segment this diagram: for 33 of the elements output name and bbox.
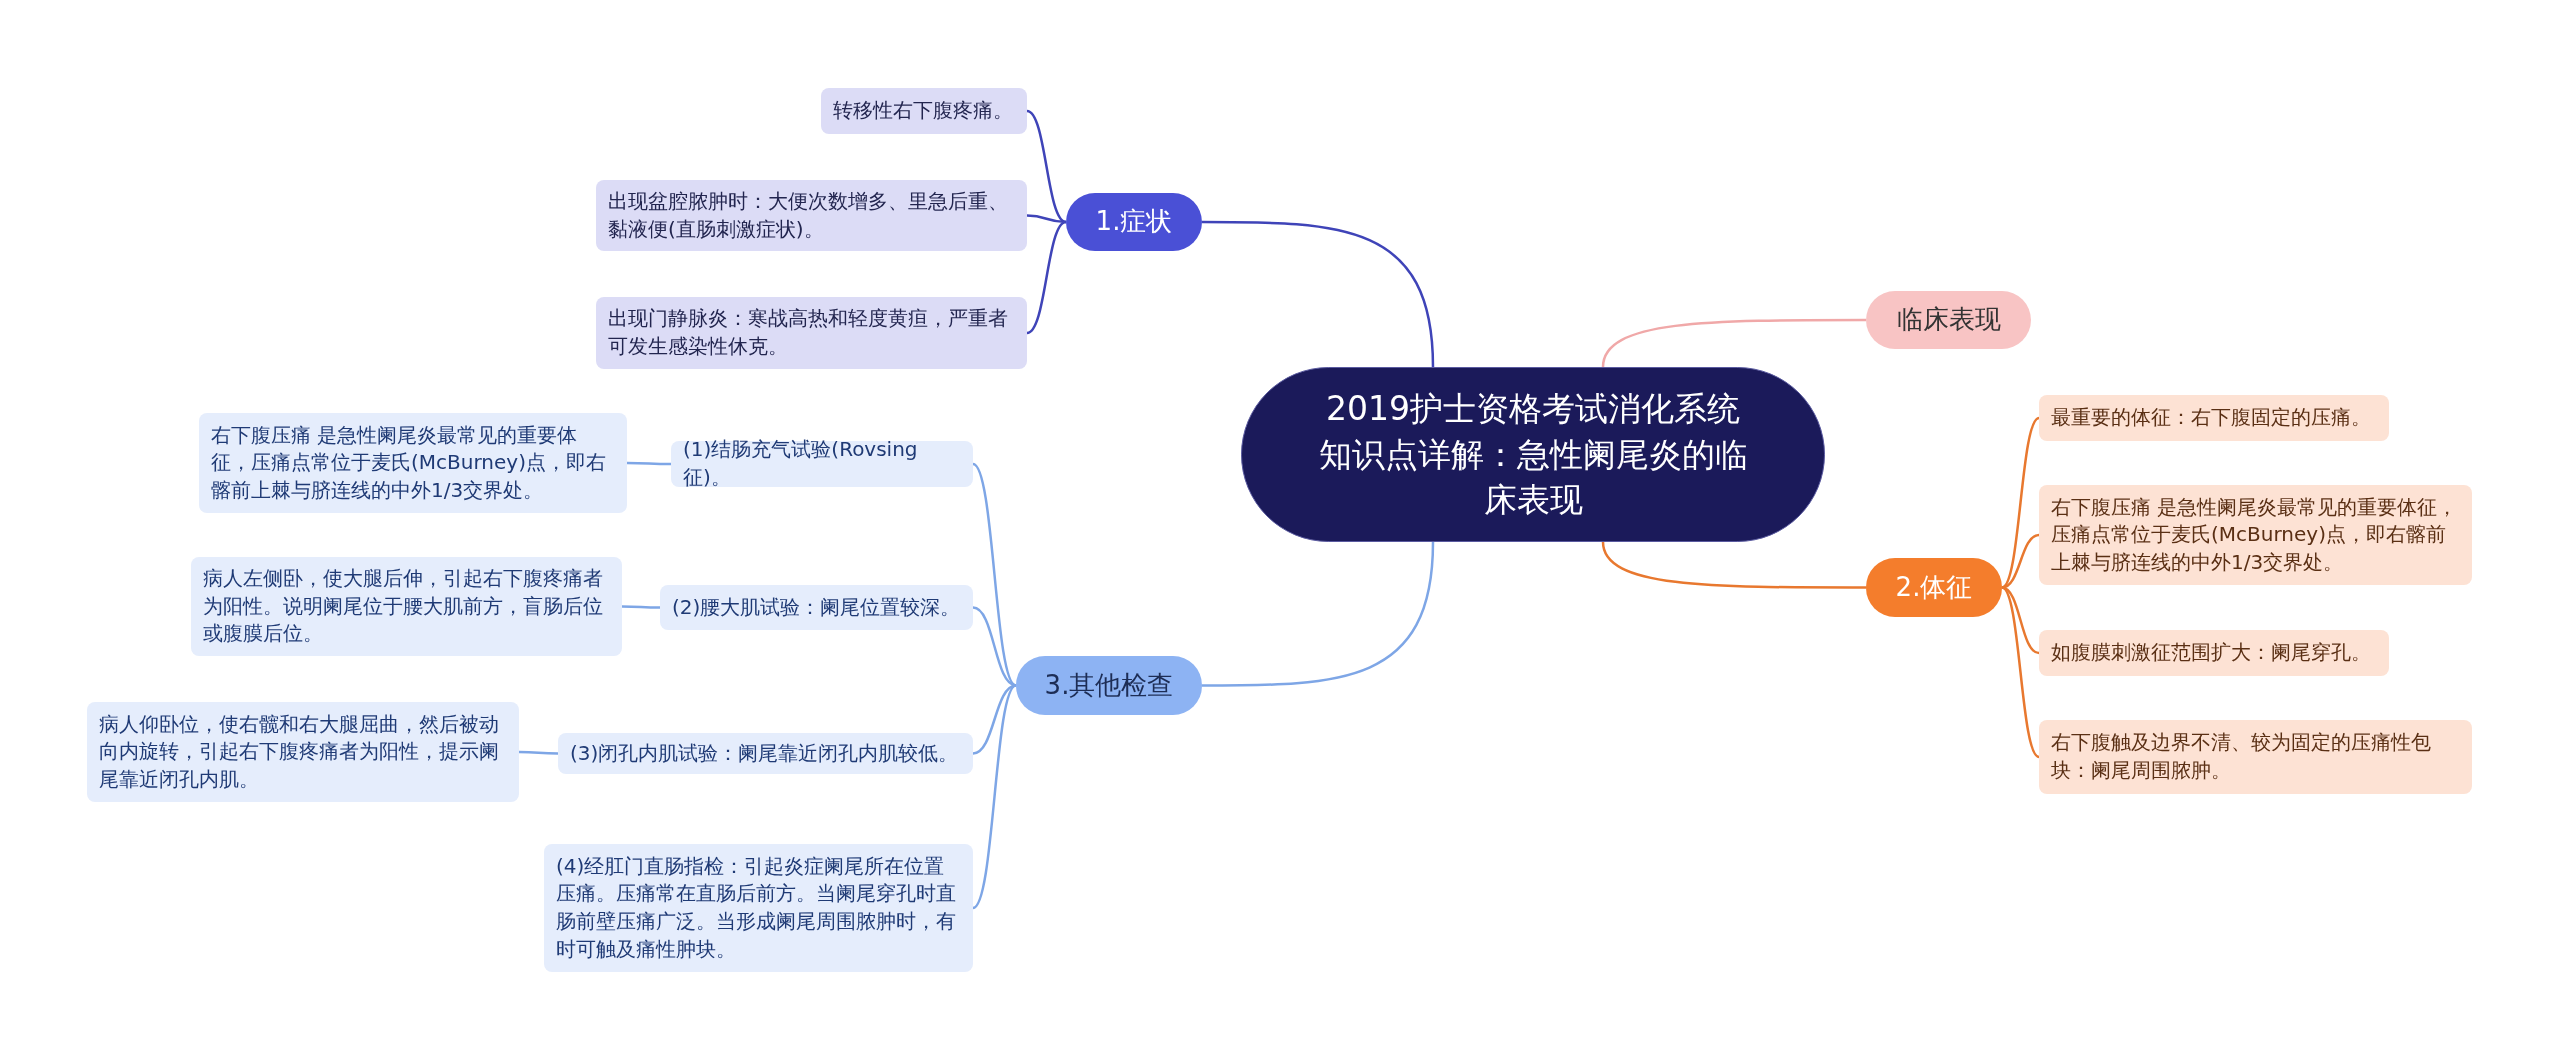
connector-line	[2001, 586, 2040, 758]
subtopic-box: (4)经肛门直肠指检：引起炎症阑尾所在位置压痛。压痛常在直肠后前方。当阑尾穿孔时直肠前壁压痛广泛。当形成阑尾周围脓肿时，有时可触及痛性肿块。	[544, 844, 973, 972]
subtopic-box: 如腹膜刺激征范围扩大：阑尾穿孔。	[2039, 630, 2389, 676]
subtopic-box: 病人仰卧位，使右髋和右大腿屈曲，然后被动向内旋转，引起右下腹疼痛者为阳性，提示阑尾靠近闭孔内肌。	[87, 702, 519, 802]
subtopic-box: 病人左侧卧，使大腿后伸，引起右下腹疼痛者为阳性。说明阑尾位于腰大肌前方，盲肠后位或腹膜后位。	[191, 557, 622, 656]
topic-box: 临床表现	[1866, 291, 2031, 349]
subtopic-box: 出现盆腔脓肿时：大便次数增多、里急后重、黏液便(直肠刺激症状)。	[596, 180, 1027, 251]
subtopic-box: 最重要的体征：右下腹固定的压痛。	[2039, 395, 2389, 441]
central-topic: 2019护士资格考试消化系统知识点详解：急性阑尾炎的临床表现	[1241, 367, 1825, 542]
connector-line	[972, 684, 1017, 909]
connector-line	[972, 463, 1017, 687]
connector-line	[1601, 541, 1866, 589]
subtopic-box: 右下腹压痛 是急性阑尾炎最常见的重要体征，压痛点常位于麦氏(McBurney)点，即右髂前上棘与脐连线的中外1/3交界处。	[2039, 485, 2472, 585]
subtopic-box: 转移性右下腹疼痛。	[821, 88, 1027, 134]
connector-line	[2001, 417, 2040, 589]
connector-line	[972, 606, 1017, 687]
connector-line	[1202, 220, 1435, 368]
subtopic-box: 出现门静脉炎：寒战高热和轻度黄疸，严重者可发生感染性休克。	[596, 297, 1027, 369]
topic-box: 2.体征	[1866, 558, 2002, 617]
subtopic-box: (3)闭孔内肌试验：阑尾靠近闭孔内肌较低。	[558, 733, 973, 774]
subtopic-box: (2)腰大肌试验：阑尾位置较深。	[660, 585, 973, 630]
subtopic-box: (1)结肠充气试验(Rovsing征)。	[671, 441, 973, 487]
topic-box: 1.症状	[1066, 193, 1202, 251]
subtopic-box: 右下腹压痛 是急性阑尾炎最常见的重要体征，压痛点常位于麦氏(McBurney)点，即右髂前上棘与脐连线的中外1/3交界处。	[199, 413, 627, 513]
subtopic-box: 右下腹触及边界不清、较为固定的压痛性包块：阑尾周围脓肿。	[2039, 720, 2472, 794]
connector-line	[1202, 541, 1435, 687]
topic-box: 3.其他检查	[1016, 656, 1202, 715]
connector-line	[622, 605, 660, 609]
connector-line	[1601, 318, 1866, 368]
connector-line	[1026, 109, 1067, 224]
connector-line	[1026, 220, 1067, 335]
connector-line	[519, 750, 558, 755]
connector-line	[627, 461, 671, 466]
